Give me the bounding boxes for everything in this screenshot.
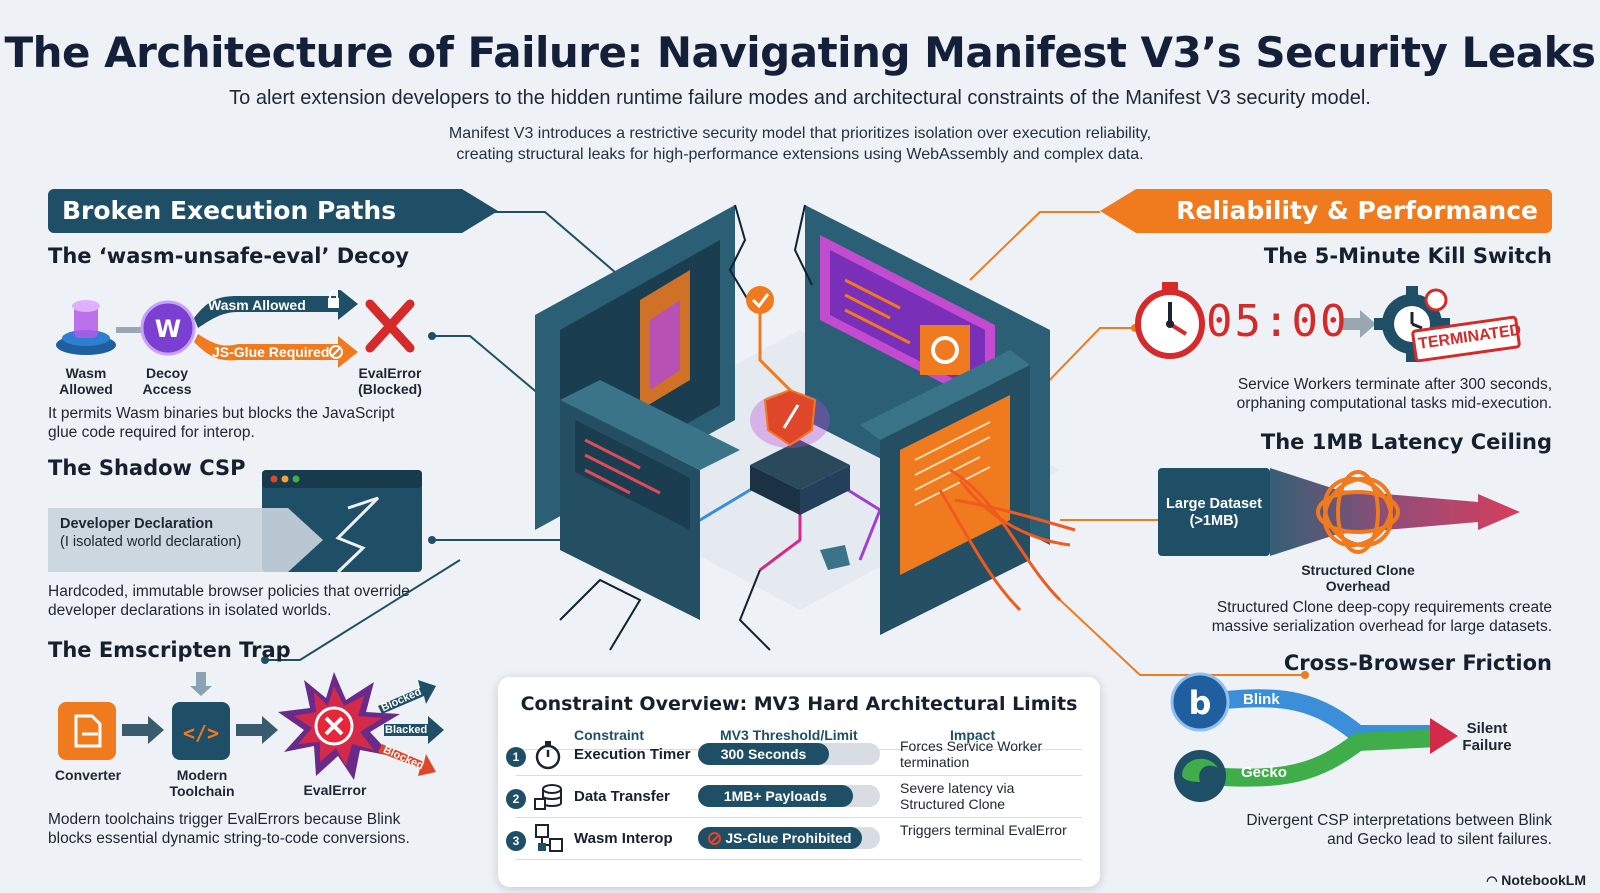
reliability-banner: Reliability & Performance Barriers bbox=[1100, 189, 1552, 233]
latency-desc-2: massive serialization overhead for large… bbox=[1211, 618, 1552, 635]
row-1-limit-pill: 300 Seconds bbox=[698, 743, 830, 765]
wasm-decoy-diagram: W bbox=[56, 290, 415, 368]
shadow-csp-desc: Hardcoded, immutable browser policies th… bbox=[48, 583, 410, 619]
stopwatch-icon bbox=[1135, 282, 1205, 359]
row-3-limit-pill: JS-Glue Prohibited bbox=[698, 827, 862, 849]
module-icon bbox=[535, 824, 563, 852]
decoy-access-label: Decoy Access bbox=[142, 365, 192, 397]
lock-icon bbox=[328, 298, 339, 308]
row-3-limit-track: JS-Glue Prohibited bbox=[698, 827, 880, 849]
notebooklm-brand: ◠ NotebookLM bbox=[1486, 872, 1586, 888]
emscripten-diagram: </> bbox=[58, 672, 444, 780]
large-dataset-label: Large Dataset (>1MB) bbox=[1166, 496, 1262, 529]
row-2-number: 2 bbox=[506, 789, 526, 809]
row-1-impact: Forces Service Worker termination bbox=[900, 738, 1043, 770]
row-1-limit-track: 300 Seconds bbox=[698, 743, 880, 765]
subtitle: To alert extension developers to the hid… bbox=[229, 87, 1371, 109]
developer-declaration-title: Developer Declaration bbox=[60, 516, 214, 532]
intro-line-1: Manifest V3 introduces a restrictive sec… bbox=[448, 125, 1152, 142]
database-icon bbox=[534, 784, 562, 810]
modern-toolchain-label: Modern Toolchain bbox=[169, 767, 235, 799]
row-1-constraint: Execution Timer bbox=[574, 746, 691, 763]
latency-heading: The 1MB Latency Ceiling bbox=[1260, 430, 1552, 454]
latency-desc-1: Structured Clone deep-copy requirements … bbox=[1216, 599, 1552, 616]
gecko-path-label: Gecko bbox=[1241, 764, 1287, 781]
evalerror-label: EvalError bbox=[303, 782, 367, 798]
cross-browser-desc-2: and Gecko lead to silent failures. bbox=[1327, 831, 1552, 848]
stopwatch-icon bbox=[535, 741, 561, 770]
kill-switch-heading: The 5-Minute Kill Switch bbox=[1263, 244, 1552, 268]
blink-logo-icon bbox=[1170, 672, 1230, 732]
cross-browser-desc-1: Divergent CSP interpretations between Bl… bbox=[1246, 812, 1552, 829]
main-title: The Architecture of Failure: Navigating … bbox=[4, 28, 1596, 77]
row-divider bbox=[516, 775, 1082, 776]
kill-switch-desc-2: orphaning computational tasks mid-execut… bbox=[1236, 395, 1552, 412]
emscripten-heading: The Emscripten Trap bbox=[48, 638, 291, 662]
knot-icon bbox=[1316, 470, 1400, 554]
latency-diagram bbox=[1158, 468, 1520, 556]
wasm-allowed-label: Wasm Allowed bbox=[59, 365, 113, 397]
svg-text:b: b bbox=[1189, 684, 1212, 722]
svg-text:</>: </> bbox=[183, 721, 219, 745]
check-icon bbox=[746, 286, 774, 314]
blink-path-label: Blink bbox=[1243, 691, 1280, 708]
kill-switch-desc-1: Service Workers terminate after 300 seco… bbox=[1237, 376, 1552, 393]
row-divider bbox=[516, 817, 1082, 818]
row-2-limit-track: 1MB+ Payloads bbox=[698, 785, 880, 807]
blocked-icon bbox=[329, 345, 343, 359]
row-2-impact: Severe latency via Structured Clone bbox=[900, 780, 1015, 812]
countdown-timer: 05:00 bbox=[1206, 296, 1349, 347]
col-header-threshold: MV3 Threshold/Limit bbox=[720, 727, 858, 743]
evalerror-blocked-label: EvalError (Blocked) bbox=[358, 365, 422, 397]
structured-clone-label: Structured Clone Overhead bbox=[1301, 562, 1415, 594]
broken-execution-banner: Broken Execution Paths bbox=[48, 189, 498, 233]
emscripten-desc: Modern toolchains trigger EvalErrors bec… bbox=[48, 811, 410, 847]
wasm-allowed-path-label: Wasm Allowed bbox=[208, 297, 306, 313]
converter-label: Converter bbox=[54, 767, 122, 783]
wasm-decoy-desc: It permits Wasm binaries but blocks the … bbox=[48, 405, 395, 441]
wasm-decoy-heading: The ‘wasm-unsafe-eval’ Decoy bbox=[48, 244, 409, 268]
converter-icon bbox=[58, 702, 116, 760]
prohibited-icon bbox=[708, 832, 722, 845]
col-header-impact: Impact bbox=[950, 727, 996, 743]
cross-browser-heading: Cross-Browser Friction bbox=[1283, 651, 1552, 675]
silent-failure-label: Silent Failure bbox=[1462, 720, 1512, 754]
code-icon bbox=[172, 702, 230, 760]
left-connectors bbox=[265, 211, 631, 661]
row-3-impact: Triggers terminal EvalError bbox=[900, 822, 1067, 838]
gear-icon bbox=[931, 336, 959, 364]
row-3-constraint: Wasm Interop bbox=[574, 830, 673, 847]
row-1-number: 1 bbox=[506, 747, 526, 767]
svg-text:W: W bbox=[155, 315, 181, 343]
decoy-w-icon bbox=[140, 300, 196, 356]
constraint-overview-card: Constraint Overview: MV3 Hard Architectu… bbox=[498, 677, 1100, 887]
cross-browser-diagram: b bbox=[1170, 672, 1458, 802]
row-3-number: 3 bbox=[506, 831, 526, 851]
kill-switch-diagram bbox=[1135, 282, 1521, 363]
constraint-table-title: Constraint Overview: MV3 Hard Architectu… bbox=[520, 693, 1078, 715]
developer-declaration-sub: (I isolated world declaration) bbox=[60, 534, 242, 550]
shadow-csp-diagram bbox=[48, 470, 422, 574]
row-divider bbox=[516, 859, 1082, 860]
row-2-constraint: Data Transfer bbox=[574, 788, 670, 805]
shadow-csp-heading: The Shadow CSP bbox=[48, 456, 246, 480]
blacked-arrow-2-label: Blacked bbox=[385, 724, 428, 736]
col-header-constraint: Constraint bbox=[574, 727, 644, 743]
red-x-icon bbox=[365, 299, 415, 353]
gecko-logo-icon bbox=[1174, 750, 1226, 802]
tangled-wires bbox=[938, 468, 1076, 612]
notebooklm-logo-icon: ◠ bbox=[1486, 873, 1502, 888]
js-glue-path-label: JS-Glue Required bbox=[212, 344, 330, 360]
row-2-limit-pill: 1MB+ Payloads bbox=[698, 785, 853, 807]
right-connectors bbox=[969, 211, 1305, 676]
intro-line-2: creating structural leaks for high-perfo… bbox=[456, 146, 1144, 163]
